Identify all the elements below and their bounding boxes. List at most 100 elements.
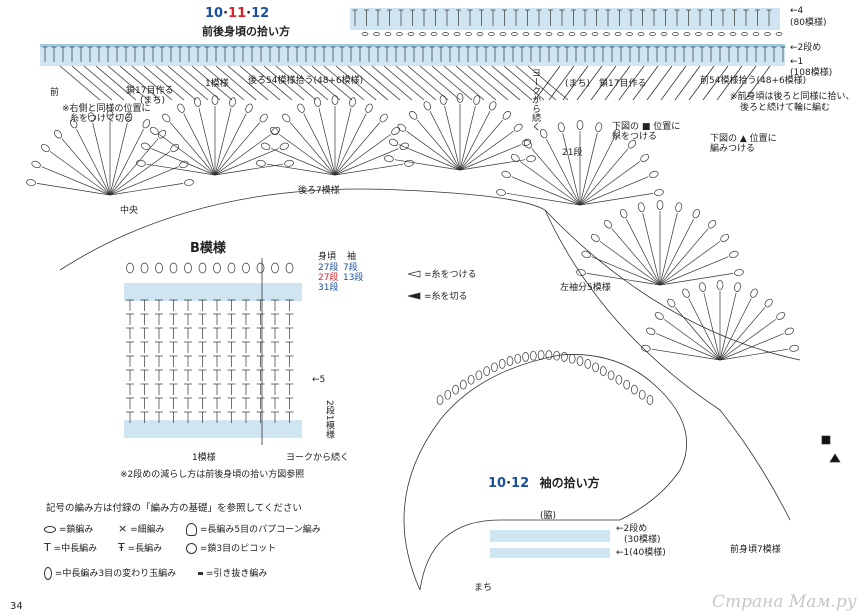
fan-2-spoke xyxy=(266,163,336,176)
fan-2 xyxy=(256,159,266,167)
top-band-edge xyxy=(40,44,785,47)
fan-0-spoke xyxy=(76,128,111,196)
right-side-note-1: ※右側と同様の位置に xyxy=(62,104,151,114)
fan-0-spoke xyxy=(109,166,179,196)
front-note-2: 後ろと続けて輪に編む xyxy=(740,103,831,113)
bobble-icon xyxy=(44,567,52,580)
pickup-line xyxy=(251,65,293,101)
fan-3 xyxy=(384,155,394,163)
fan-4 xyxy=(523,139,533,149)
fan-3 xyxy=(439,95,447,105)
fan-1-spoke xyxy=(158,134,216,176)
b-popcorn xyxy=(198,262,207,274)
fan-0 xyxy=(179,160,189,169)
fan-3-spoke xyxy=(429,111,461,171)
chain-loop xyxy=(626,32,633,36)
fan-1 xyxy=(279,142,289,150)
b-note: ※2段めの減らし方は前後身頃の拾い方図参照 xyxy=(120,470,305,480)
fan-2-spoke xyxy=(334,134,392,176)
down-square-1: 下図の ■ 位置に xyxy=(612,122,681,132)
pickup-line xyxy=(239,65,281,101)
fan-3 xyxy=(388,138,399,147)
pickup-line xyxy=(287,65,329,101)
fan-4-spoke xyxy=(546,138,581,206)
fan-5-spoke xyxy=(586,273,661,286)
fan-6 xyxy=(682,288,690,298)
fan-3-spoke xyxy=(459,159,526,171)
rows-80-label: (80模様) xyxy=(790,18,827,28)
pickup-line xyxy=(604,65,631,101)
top-band-upper xyxy=(350,8,780,30)
fan-1 xyxy=(271,126,281,135)
fan-0 xyxy=(184,179,194,186)
front-back-subtitle: 前後身頃の拾い方 xyxy=(202,25,290,38)
sleeve-popcorn xyxy=(459,379,467,390)
chain-loop xyxy=(637,32,645,36)
pickup-line xyxy=(59,65,101,101)
fan-1-spoke xyxy=(214,134,272,176)
sleeve-popcorn xyxy=(483,366,491,376)
pickup-line xyxy=(323,65,365,101)
pickup-line xyxy=(419,65,461,101)
chain-loop xyxy=(499,32,507,36)
pickup-line xyxy=(479,65,521,101)
b-band-bottom xyxy=(124,420,302,438)
chain-loop xyxy=(568,32,576,36)
chain-loop xyxy=(775,32,783,36)
sleeve-outline xyxy=(403,354,687,591)
page-number: 34 xyxy=(10,601,23,612)
fan-0 xyxy=(157,129,167,139)
fan-5-spoke xyxy=(659,228,709,286)
fan-1-spoke xyxy=(183,113,216,176)
front-label: 前 xyxy=(50,88,60,98)
legend-popcorn-text: =長編み5目のパプコーン編み xyxy=(199,525,321,535)
fan-2 xyxy=(269,126,279,135)
fan-1-spoke xyxy=(169,122,216,176)
fan-5 xyxy=(619,209,628,219)
fan-2-spoke xyxy=(334,122,381,176)
sleeve-popcorn xyxy=(498,359,506,369)
fan-1 xyxy=(229,97,236,107)
fan-1-spoke xyxy=(214,107,232,176)
right-side-note-2: 糸をつけて切る xyxy=(70,114,134,124)
chain-loop xyxy=(384,32,392,36)
chain-loop xyxy=(672,32,679,36)
attach-marker-label: =糸をつける xyxy=(424,270,477,280)
sleeve-popcorn xyxy=(553,350,561,361)
fan-4-spoke xyxy=(531,148,581,206)
sleeve-popcorn xyxy=(452,384,459,395)
pickup-line xyxy=(263,65,305,101)
sleeve-popcorn xyxy=(514,353,522,364)
fan-1-spoke xyxy=(214,122,261,176)
row-21-label: 21段 xyxy=(562,148,583,158)
fan-6 xyxy=(764,298,773,308)
fan-4 xyxy=(612,129,621,139)
legend-popcorn: =長編み5目のパプコーン編み xyxy=(186,522,321,536)
chain-loop xyxy=(396,32,403,36)
down-tri-2: 編みつける xyxy=(710,144,756,154)
pickup-line xyxy=(335,65,377,101)
sleeve-machi: まち xyxy=(474,583,493,593)
sleeve-title-10: 10 xyxy=(488,476,507,491)
fan-0 xyxy=(40,144,50,152)
b-yoke-continue: ヨークから続く xyxy=(286,453,350,463)
pickup-line xyxy=(730,65,757,101)
pickup-line xyxy=(395,65,437,101)
chain-loop xyxy=(430,32,438,36)
pickup-line xyxy=(548,65,575,101)
fan-6 xyxy=(750,288,758,298)
dc-icon: Ŧ xyxy=(118,541,125,554)
fan-3 xyxy=(397,123,407,132)
pickup-line xyxy=(83,65,125,101)
pickup-line xyxy=(299,65,341,101)
fan-6-spoke xyxy=(656,333,721,361)
fan-0 xyxy=(125,112,133,122)
machi-chain-label: (まち) 鎖17目作る xyxy=(565,79,647,89)
fan-0-spoke xyxy=(41,166,111,196)
down-square-2: 糸をつける xyxy=(612,132,658,142)
fan-5 xyxy=(675,202,683,212)
fan-5-spoke xyxy=(599,241,661,286)
popcorn-icon xyxy=(186,523,197,536)
pickup-line xyxy=(143,65,185,101)
b-popcorn xyxy=(184,262,192,274)
